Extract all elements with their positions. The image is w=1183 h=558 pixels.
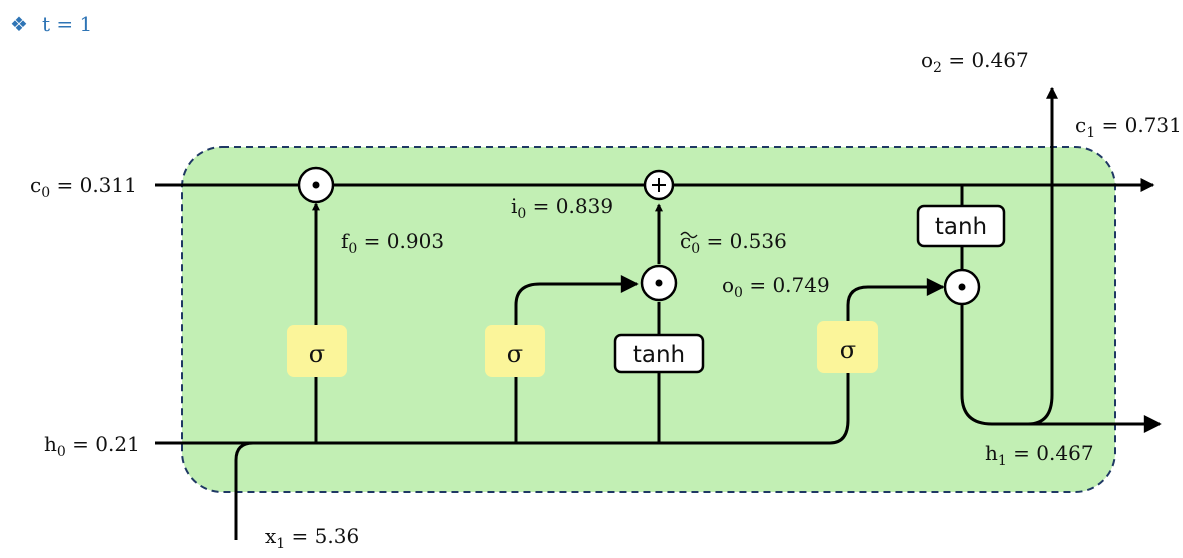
output-multiply-op [943,268,981,306]
label-ct0: c0 = 0.536 [680,229,787,257]
cell-tanh-gate: tanh [916,204,1006,248]
forget-multiply-op [297,166,335,204]
svg-text:c0 = 0.536: c0 = 0.536 [680,229,787,257]
input-gate-line [514,275,639,340]
output-up-line [1027,86,1058,426]
lstm-cell-box [181,146,1116,493]
label-f0: f0 = 0.903 [341,229,444,257]
label-o0: o0 = 0.749 [722,273,830,301]
svg-text:tanh: tanh [633,342,685,368]
label-h0: h0 = 0.21 [44,432,140,460]
input-x-line [234,441,254,540]
label-c0: c0 = 0.311 [30,173,137,201]
label-x1: x1 = 5.36 [265,524,359,552]
svg-text:σ: σ [309,340,325,368]
svg-text:σ: σ [507,340,523,368]
svg-text:tanh: tanh [935,214,987,240]
heading-bullet: ❖ [10,12,28,36]
candidate-tanh-gate: tanh [613,333,705,374]
tilde-mark [680,231,698,239]
hidden-output-line [960,305,1162,433]
input-multiply-op [640,264,678,302]
forget-sigma-gate: σ [287,325,347,377]
add-op [643,169,675,201]
label-h1: h1 = 0.467 [985,441,1094,469]
input-sigma-gate: σ [485,325,545,377]
multiply-dot [958,283,966,291]
output-gate-line [846,278,945,322]
output-sigma-gate: σ [817,321,878,373]
svg-text:σ: σ [840,336,856,364]
multiply-dot [655,279,663,287]
label-c1: c1 = 0.731 [1075,113,1182,141]
output-gate-bottom-line [829,372,850,445]
label-o2: o2 = 0.467 [921,48,1029,76]
label-i0: i0 = 0.839 [511,194,613,222]
heading-title: t = 1 [42,12,92,36]
multiply-dot [312,181,320,189]
